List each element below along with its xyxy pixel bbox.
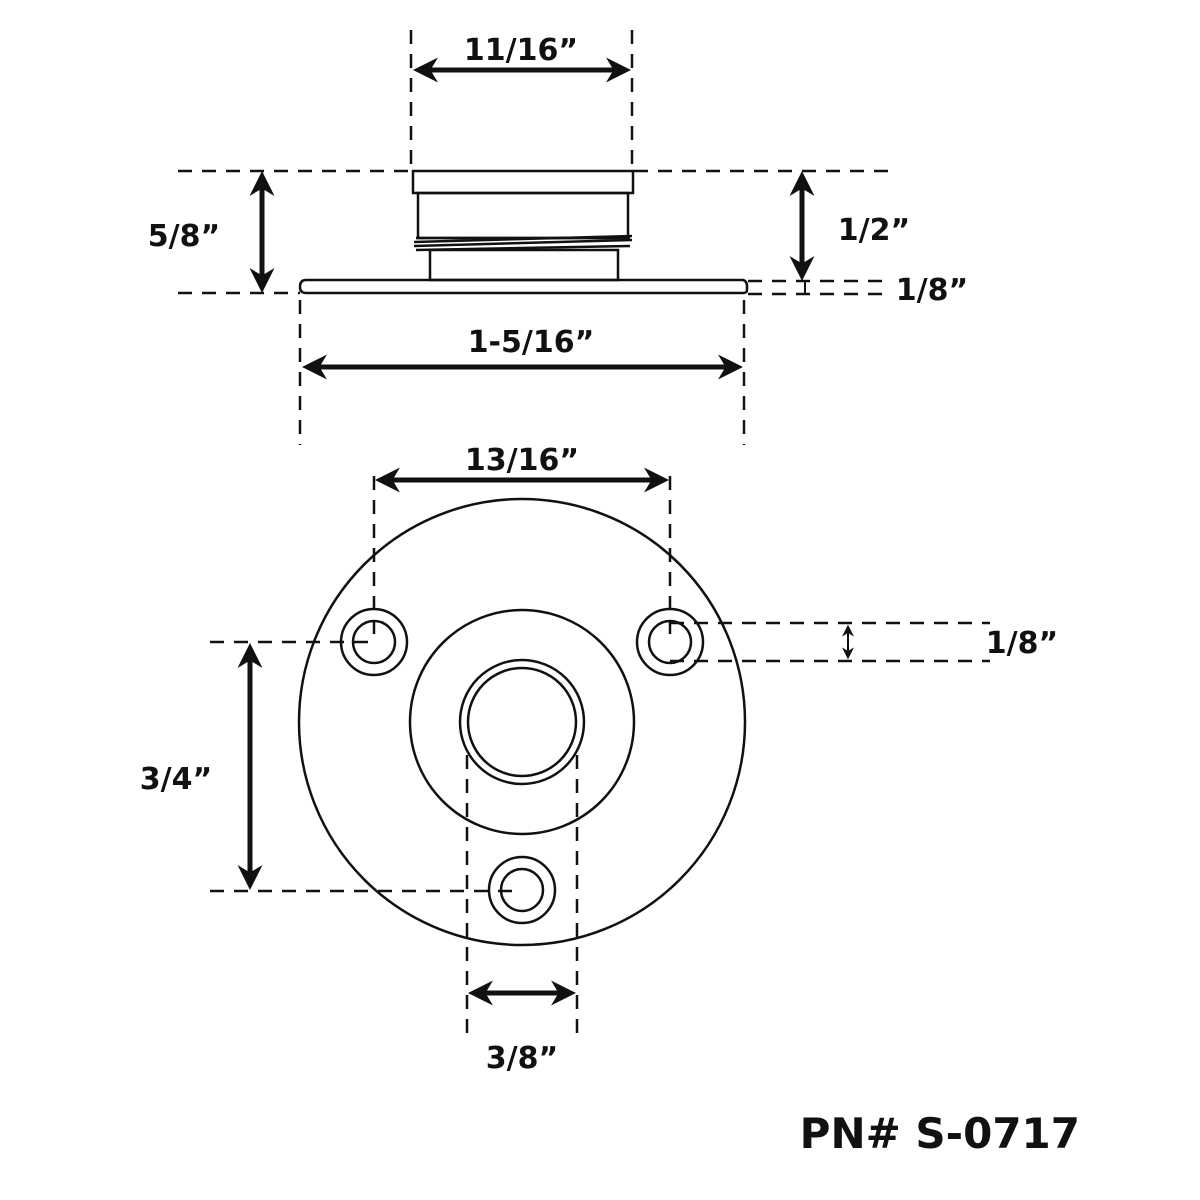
side-body <box>416 191 630 240</box>
side-flange <box>298 278 749 295</box>
side-view <box>298 169 749 295</box>
label-neck-height: 1/2” <box>838 213 910 248</box>
mount-hole-right-outer <box>635 607 705 677</box>
bore-outer-circle <box>458 658 586 786</box>
mount-hole-bottom-outer <box>487 855 557 925</box>
side-extension-lines <box>178 30 890 445</box>
label-hole-spacing-width: 13/16” <box>465 443 579 478</box>
label-hole-spacing-height: 3/4” <box>140 762 212 797</box>
part-number: PN# S-0717 <box>800 1109 1080 1158</box>
bore-inner-circle <box>466 666 578 778</box>
label-flange-diameter: 1-5/16” <box>468 325 595 360</box>
neck-circle <box>408 608 636 836</box>
top-extension-lines <box>210 476 990 1035</box>
label-overall-height: 5/8” <box>148 219 220 254</box>
mount-hole-left-outer <box>339 607 409 677</box>
label-flange-thickness: 1/8” <box>896 273 968 308</box>
label-top-width: 11/16” <box>464 33 578 68</box>
side-cap <box>411 169 635 195</box>
top-view <box>297 497 747 947</box>
label-bottom-width: 3/8” <box>486 1041 558 1076</box>
flange-outer-circle <box>297 497 747 947</box>
label-hole-diameter: 1/8” <box>986 626 1058 661</box>
side-neck <box>428 248 620 282</box>
side-threads <box>413 234 633 252</box>
